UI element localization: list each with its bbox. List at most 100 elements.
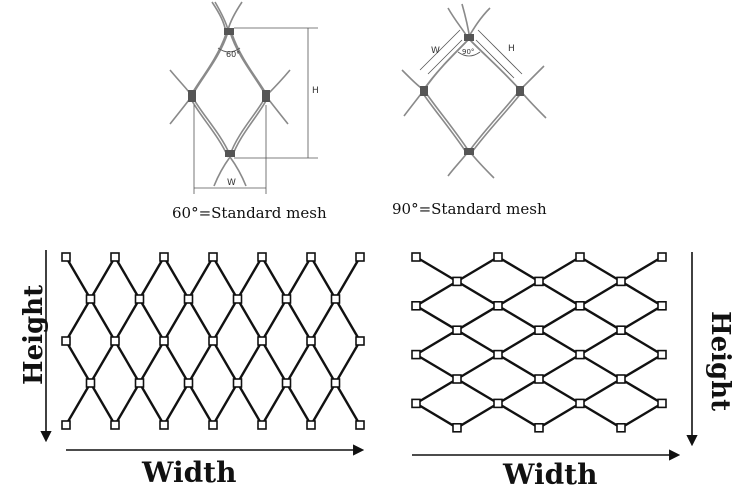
left-mesh-ferrule — [257, 420, 267, 430]
right-mesh-cable-segment — [497, 402, 540, 429]
detail-60-width-label: W — [227, 178, 236, 188]
left-mesh-cable-segment — [236, 382, 264, 426]
left-mesh-ferrule — [306, 420, 316, 430]
left-mesh-cable-segment — [260, 382, 288, 426]
right-mesh-ferrules — [411, 252, 667, 433]
left-mesh-ferrule — [134, 378, 145, 388]
left-mesh-ferrule — [110, 420, 120, 430]
right-mesh-ferrule — [657, 252, 667, 262]
left-mesh-ferrule — [281, 294, 292, 304]
left-mesh-cable-segment — [113, 340, 141, 384]
right-mesh-cable-segment — [415, 377, 458, 405]
left-mesh-cable-segment — [89, 256, 117, 300]
right-mesh-cables — [415, 255, 663, 429]
detail-60-caption: 60°=Standard mesh — [172, 204, 327, 222]
right-mesh-ferrule — [493, 398, 503, 409]
left-mesh-cable-segment — [334, 382, 362, 426]
right-mesh-ferrule — [616, 276, 626, 287]
right-mesh-cable-segment — [579, 402, 622, 429]
left-mesh-cable-segment — [64, 382, 92, 426]
left-mesh-ferrule — [61, 252, 71, 262]
left-mesh-ferrule — [110, 252, 120, 262]
right-mesh-cable-segment — [579, 353, 622, 381]
left-mesh-cable-segment — [285, 340, 313, 384]
right-mesh-cable-segment — [415, 304, 458, 332]
detail-90-angle-arc — [457, 51, 481, 57]
left-mesh-cable-segment — [162, 340, 190, 384]
detail-90-width-label: W — [431, 46, 440, 56]
left-mesh-cable-segment — [334, 340, 362, 384]
right-mesh-ferrule — [575, 252, 585, 262]
left-mesh-ferrule — [208, 252, 218, 262]
detail-90-ferrules — [420, 34, 524, 155]
left-mesh-ferrule — [183, 294, 194, 304]
right-mesh-cable-segment — [620, 402, 663, 429]
left-mesh-ferrules — [61, 252, 365, 430]
left-mesh-cable-segment — [260, 298, 288, 342]
left-mesh-cable-segment — [260, 256, 288, 300]
right-mesh-cable-segment — [579, 280, 622, 307]
right-mesh-ferrule — [575, 398, 585, 409]
detail-60-height-label: H — [312, 86, 319, 96]
detail-90-height-label: H — [508, 44, 515, 54]
right-mesh-cable-segment — [456, 255, 499, 283]
right-mesh-ferrule — [411, 349, 421, 360]
left-mesh-cable-segment — [89, 340, 117, 384]
left-mesh-cable-segment — [309, 340, 337, 384]
right-mesh-cable-segment — [456, 280, 499, 307]
left-mesh-cable-segment — [89, 382, 117, 426]
left-mesh-cable-segment — [64, 340, 92, 384]
right-mesh-cable-segment — [579, 255, 622, 283]
left-mesh-ferrule — [257, 252, 267, 262]
right-mesh-cable-segment — [456, 329, 499, 356]
left-mesh-cable-segment — [334, 256, 362, 300]
left-mesh-ferrule — [85, 378, 96, 388]
left-mesh-ferrule — [232, 294, 243, 304]
left-mesh-cable-segment — [162, 382, 190, 426]
right-mesh-cable-segment — [538, 377, 581, 405]
left-mesh-ferrule — [61, 336, 71, 346]
left-mesh-ferrule — [85, 294, 96, 304]
left-mesh-cable-segment — [89, 298, 117, 342]
left-mesh-cable-segment — [162, 256, 190, 300]
left-mesh-cable-segment — [211, 298, 239, 342]
detail-60-ferrules — [188, 28, 270, 157]
left-mesh-cable-segment — [138, 298, 166, 342]
right-mesh-cable-segment — [497, 377, 540, 405]
right-mesh-cable-segment — [415, 280, 458, 307]
right-mesh-ferrule — [534, 422, 544, 433]
right-mesh-cable-segment — [538, 402, 581, 429]
left-mesh-cable-segment — [309, 298, 337, 342]
left-mesh-cable-segment — [260, 340, 288, 384]
right-mesh-cable-segment — [497, 255, 540, 283]
left-mesh-ferrule — [281, 378, 292, 388]
left-mesh-cable-segment — [211, 340, 239, 384]
left-mesh-cable-segment — [138, 382, 166, 426]
left-mesh-ferrule — [159, 420, 169, 430]
left-mesh-cable-segment — [334, 298, 362, 342]
left-width-label: Width — [142, 456, 237, 489]
right-mesh-ferrule — [616, 422, 626, 433]
left-mesh-ferrule — [232, 378, 243, 388]
right-mesh-ferrule — [616, 374, 626, 384]
left-mesh-ferrule — [110, 336, 120, 346]
right-mesh-cable-segment — [456, 304, 499, 332]
left-mesh-ferrule — [355, 420, 365, 430]
right-mesh-cable-segment — [620, 280, 663, 307]
right-height-label: Height — [705, 311, 735, 412]
right-mesh-ferrule — [493, 349, 503, 360]
right-mesh-cable-segment — [456, 353, 499, 381]
left-mesh-cable-segment — [211, 382, 239, 426]
right-mesh-ferrule — [411, 398, 421, 409]
left-mesh-ferrule — [306, 336, 316, 346]
left-mesh-ferrule — [330, 294, 341, 304]
right-mesh-cable-segment — [579, 377, 622, 405]
left-mesh-ferrule — [61, 420, 71, 430]
left-mesh-cable-segment — [64, 298, 92, 342]
left-mesh-cable-segment — [187, 340, 215, 384]
right-mesh-ferrule — [452, 422, 462, 433]
left-mesh-cable-segment — [236, 298, 264, 342]
left-mesh-ferrule — [330, 378, 341, 388]
